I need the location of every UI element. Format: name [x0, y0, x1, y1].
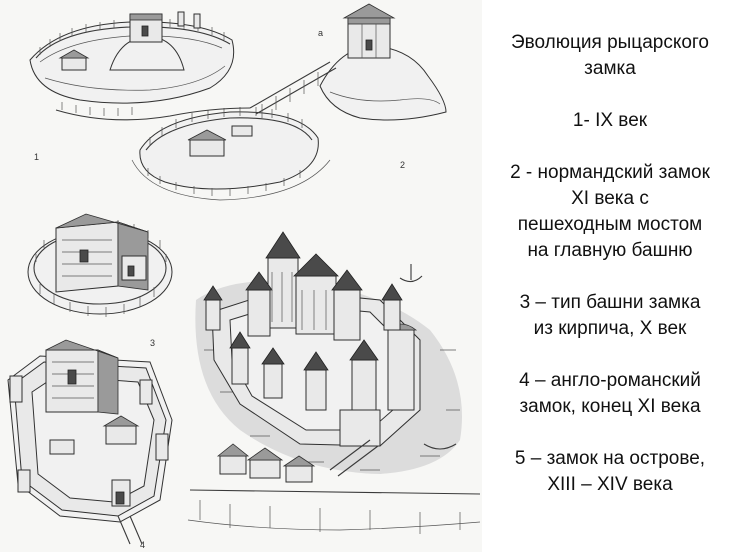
caption-item-5: 5 – замок на острове, XIII – XIV века [514, 448, 706, 495]
caption-item-1: 1- IX век [572, 110, 648, 131]
castle-evolution-illustration: 1 [7, 3, 481, 550]
caption-item-2: 2 - нормандский замок XI века с пешеходн… [510, 162, 710, 261]
castle-3-brick-tower: 3 [27, 213, 173, 348]
caption-item-3: 3 – тип башни замка из кирпича, X век [519, 292, 701, 339]
svg-text:3: 3 [150, 338, 155, 348]
castle-1-motte: 1 [29, 11, 235, 162]
caption-item-4: 4 – англо-романский замок, конец XI века [519, 370, 701, 417]
village-bridge [187, 439, 481, 534]
svg-text:2: 2 [400, 160, 405, 170]
castle-2-norman-motte: a 2 [55, 3, 447, 201]
castle-5-island-castle [195, 231, 462, 474]
svg-text:4: 4 [140, 540, 145, 550]
caption-title: Эволюция рыцарского замка [511, 32, 709, 79]
svg-text:1: 1 [34, 152, 39, 162]
svg-text:a: a [318, 28, 323, 38]
caption-text: Эволюция рыцарского замка 1- IX век 2 - … [484, 30, 736, 498]
castle-4-anglo-romanesque: 4 [7, 339, 173, 550]
